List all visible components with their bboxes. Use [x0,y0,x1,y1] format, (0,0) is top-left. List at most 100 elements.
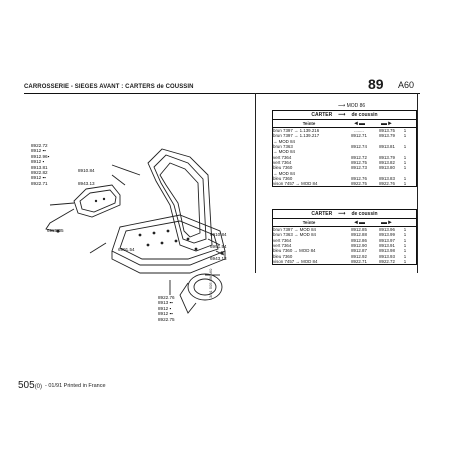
part-term: → MOD 84 [273,149,295,155]
quantity: 1 [403,253,407,259]
mod-note: ⟶ MOD 86 [338,103,366,109]
quantity: 1 [403,128,407,134]
part-term: bleu 7360 [273,175,293,181]
column-rule-right [417,93,418,273]
left-arrow-icon: ◄▬ [353,120,365,127]
table-row: bleu 7360 8912.76 8913.83 1 [273,176,416,181]
callout-6991-right: 6991.54 [210,244,227,249]
quantity: 1 [403,232,407,238]
arrow-right-icon: ⟶ [338,211,346,217]
callout-label: 8912 ▪▪ [31,148,46,154]
side-stamp: 3/91 505 89/A60 [208,268,213,298]
callout-label: 8912 ▪ [31,159,45,165]
callout-label: 8912 ▪▪ [158,311,173,317]
table-title: CARTER ⟶ de coussin [273,111,416,120]
quantity: 1 [403,181,407,187]
part-term: brun 7363 → MOD 84 [273,232,316,238]
table-row: vert 7364 8912.86 8913.97 1 [273,238,416,243]
callout-label: 8913.81 [31,164,48,170]
callout-label: 8922.75 [158,316,175,322]
carter-table-2: CARTER ⟶ de coussin Teinte ◄▬ ▬► brun 73… [272,209,417,266]
callout-6991-left: 6991.54 [118,247,135,252]
quantity: 1 [403,248,407,254]
quantity: 1 [403,258,407,264]
part-term: vert 7364 [273,237,292,243]
quantity: 1 [403,227,407,233]
quantity: 1 [403,237,407,243]
part-number-left: 8912.71 [351,133,367,139]
callout-label: 8922.76 [158,295,175,300]
table-row: → MOD 84 [273,170,416,176]
part-term: vert 7364 [273,243,292,249]
table-row: → MOD 84 [273,149,416,154]
page-number: 89 [368,76,384,92]
part-number-left: 8912.92 [351,253,367,259]
part-number-left: 8912.88 [351,232,367,238]
table-row: brun 7363 → MOD 84 8912.88 8913.99 1 [273,232,416,237]
arrow-right-icon: ⟶ [338,103,347,109]
part-term: bleu 7360 [273,253,293,259]
table-row: → MOD 84 [273,139,416,144]
callout-label: 8912.96▪ [31,153,50,159]
right-arrow-icon: ▬► [381,120,393,127]
section-code: A60 [398,80,415,90]
part-number-left: 8912.75 [351,159,367,165]
part-number-right: 8913.75 [379,128,395,134]
part-number-left: 8922.71 [351,258,367,264]
page-title: CARROSSERIE - SIEGES AVANT : CARTERS de … [24,84,194,90]
part-term: bleu 7360 → MOD 84 [273,248,316,254]
part-term: brun 7397 → MOD 84 [273,227,316,233]
part-number-left: 8912.76 [351,175,367,181]
part-number-left: 8922.75 [351,181,367,187]
callout-6986: 6986.05 [47,228,64,233]
callout-label: 8922.82 [31,170,48,176]
callout-label: 8913 ▪▪ [158,300,173,306]
quantity: 1 [403,144,407,150]
quantity: 1 [403,165,407,171]
part-number-left: ........ [354,128,364,134]
part-number-right: 8913.97 [379,237,395,243]
part-term: vison 7457 → MOD 84 [273,181,318,187]
part-number-right: 8913.91 [379,243,395,249]
callout-group-bottom: 8922.76 8913 ▪▪ 8912 ▪ 8912 ▪▪ 8922.75 [158,295,175,322]
callout-8910: 8910.84 [78,168,95,173]
part-number-right: 8913.93 [379,253,395,259]
arrow-right-icon: ⟶ [338,112,346,118]
part-term: brun 7363 [273,144,293,150]
carter-table-1: CARTER ⟶ de coussin Teinte ◄▬ ▬► brun 73… [272,110,417,188]
callout-group-left: 8922.72 8912 ▪▪ 8912.96▪ 8912 ▪ 8913.81 … [31,143,49,186]
seat-drawing [45,148,226,314]
part-term: bleu 7360 [273,165,293,171]
part-number-right: 8913.99 [379,232,395,238]
callout-8943: 8943.13 [78,181,95,186]
part-number-left: 8912.72 [351,154,367,160]
callout-label: 8922.71 [31,180,48,186]
quantity: 1 [403,175,407,181]
quantity: 1 [403,154,407,160]
table-row: bleu 7360 8912.73 8913.80 1 [273,165,416,170]
part-number-right: 8913.80 [379,165,395,171]
part-term: → MOD 84 [273,138,295,144]
table-header: Teinte ◄▬ ▬► [273,219,416,227]
part-number-right: 8922.72 [379,258,395,264]
part-number-right: 8913.79 [379,154,395,160]
header-rule [24,93,420,94]
callout-6943-right: 6943.13 [210,256,227,261]
part-number-left: 8912.86 [351,237,367,243]
part-number-right: 8913.82 [379,159,395,165]
part-number-right: 8913.79 [379,133,395,139]
part-number-left: 8912.90 [351,243,367,249]
part-number-right: 8913.83 [379,175,395,181]
part-term: brun 7397 → 1.139.217 [273,133,320,139]
part-number-left: 8912.73 [351,165,367,171]
